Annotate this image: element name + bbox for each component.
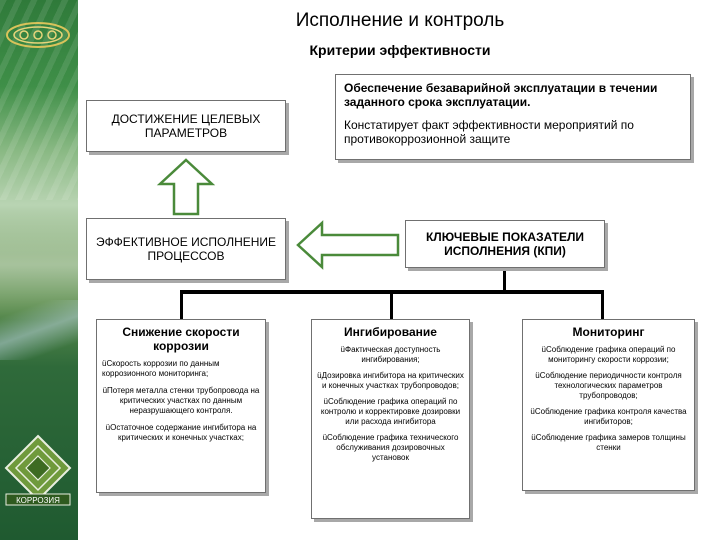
column-item: üСоблюдение графика операций по контролю…: [320, 397, 461, 426]
page-title: Исполнение и контроль: [295, 10, 505, 31]
support-criteria-box: Обеспечение безаварийной эксплуатации в …: [335, 74, 691, 160]
corrosion-logo-icon: КОРРОЗИЯ: [4, 434, 72, 506]
column-item: üСоблюдение графика операций по монитори…: [541, 345, 676, 364]
column-item: üСоблюдение графика контроля качества ин…: [530, 407, 687, 426]
up-arrow-icon: [156, 158, 216, 216]
column-item: üСоблюдение периодичности контроля техно…: [535, 371, 682, 400]
monitoring-column: Мониторинг üСоблюдение графика операций …: [522, 319, 695, 491]
column-item: üОстаточное содержание ингибитора на кри…: [105, 423, 257, 442]
goal-parameters-box: ДОСТИЖЕНИЕ ЦЕЛЕВЫХ ПАРАМЕТРОВ: [86, 100, 286, 152]
column-item: üСоблюдение графика технического обслужи…: [322, 433, 459, 462]
corrosion-rate-title: Снижение скорости коррозии: [122, 325, 240, 353]
support-criteria-text: Констатирует факт эффективности мероприя…: [344, 118, 634, 146]
column1-drop: [180, 290, 183, 320]
inhibition-title: Ингибирование: [344, 325, 437, 339]
company-logo-icon: [6, 22, 70, 48]
column-item: üДозировка ингибитора на критических и к…: [317, 371, 464, 390]
column3-drop: [601, 290, 604, 320]
sidebar-photo: КОРРОЗИЯ: [0, 0, 78, 540]
column-item: üФактическая доступность ингибирования;: [340, 345, 441, 364]
support-criteria-heading: Обеспечение безаварийной эксплуатации в …: [344, 81, 658, 109]
inhibition-column: Ингибирование üФактическая доступность и…: [311, 319, 470, 519]
efficient-process-box: ЭФФЕКТИВНОЕ ИСПОЛНЕНИЕ ПРОЦЕССОВ: [86, 218, 286, 280]
column2-drop: [390, 290, 393, 320]
kpi-label: КЛЮЧЕВЫЕ ПОКАЗАТЕЛИ ИСПОЛНЕНИЯ (КПИ): [425, 230, 585, 258]
monitoring-title: Мониторинг: [572, 325, 645, 339]
page-subtitle: Критерии эффективности: [309, 42, 491, 58]
kpi-box: КЛЮЧЕВЫЕ ПОКАЗАТЕЛИ ИСПОЛНЕНИЯ (КПИ): [405, 220, 605, 268]
column-item: üСоблюдение графика замеров толщины стен…: [531, 433, 686, 452]
efficient-process-label: ЭФФЕКТИВНОЕ ИСПОЛНЕНИЕ ПРОЦЕССОВ: [95, 235, 277, 263]
goal-parameters-label: ДОСТИЖЕНИЕ ЦЕЛЕВЫХ ПАРАМЕТРОВ: [111, 112, 261, 140]
corrosion-logo-text: КОРРОЗИЯ: [16, 496, 60, 505]
column-item: üПотеря металла стенки трубопровода на к…: [102, 386, 260, 415]
sidebar-river: [0, 300, 78, 360]
column-item: üСкорость коррозии по данным коррозионно…: [102, 359, 220, 378]
corrosion-rate-column: Снижение скорости коррозии üСкорость кор…: [96, 319, 266, 493]
kpi-connector: [503, 268, 506, 292]
sidebar-texture: [0, 0, 78, 200]
left-arrow-icon: [296, 220, 400, 270]
